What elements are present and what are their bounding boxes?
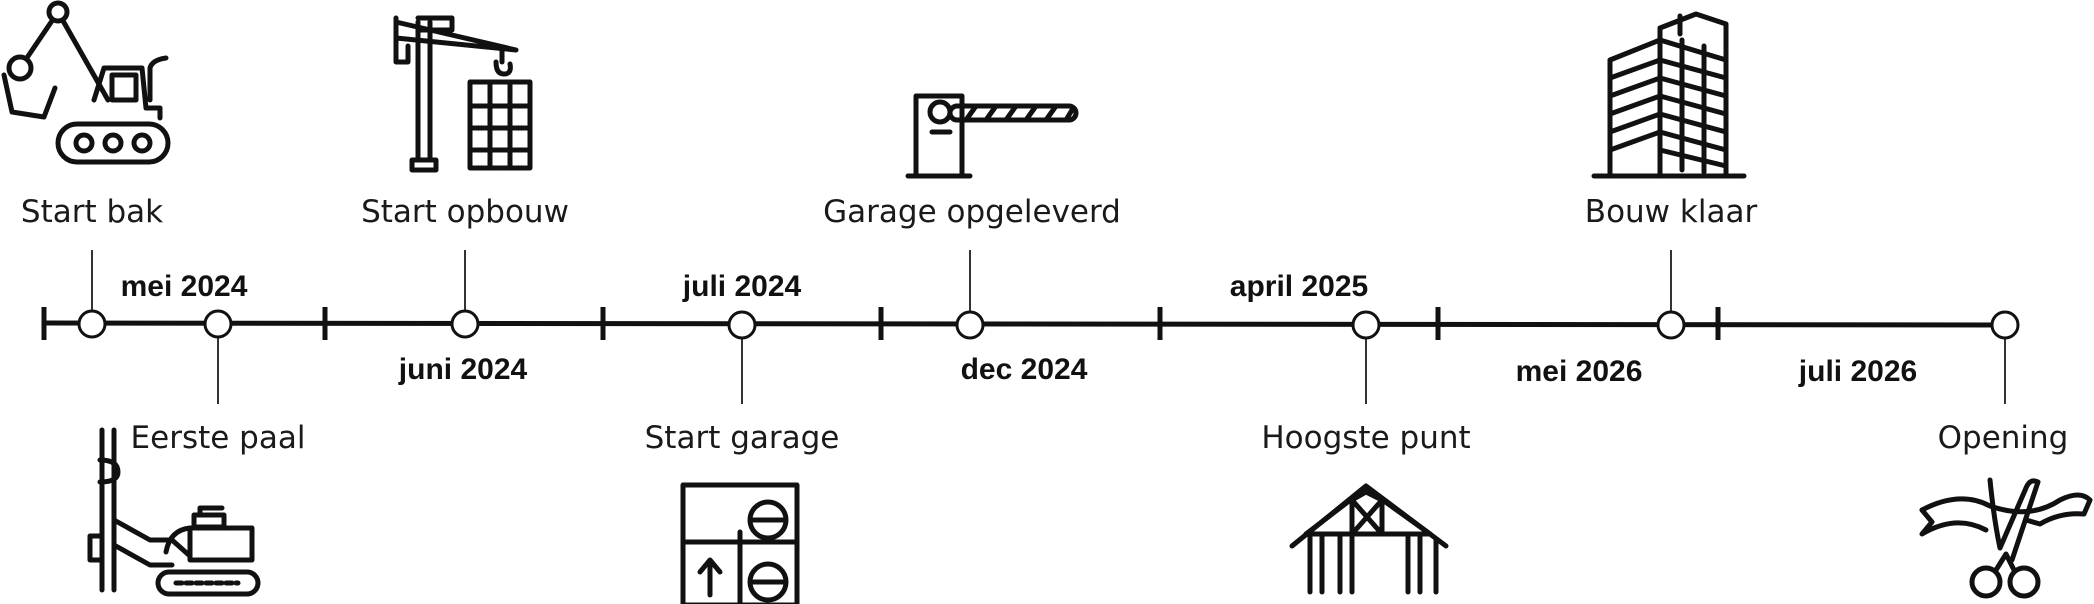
tower-crane-icon bbox=[393, 15, 533, 173]
milestone-node bbox=[727, 310, 757, 340]
milestone-label-start-opbouw: Start opbouw bbox=[361, 194, 569, 230]
date-label-juli-2024: juli 2024 bbox=[682, 270, 802, 303]
parking-garage-icon bbox=[680, 482, 800, 604]
excavator-icon bbox=[1, 0, 171, 165]
milestone-label-bouw-klaar: Bouw klaar bbox=[1584, 194, 1758, 230]
date-label-mei-2026: mei 2026 bbox=[1515, 355, 1643, 388]
milestone-node bbox=[450, 309, 480, 339]
roof-truss-icon bbox=[1289, 483, 1449, 595]
milestone-node bbox=[1656, 310, 1686, 340]
milestone-nodes bbox=[77, 309, 2020, 340]
ribbon-cutting-icon bbox=[1919, 477, 2093, 599]
milestone-label-eerste-paal: Eerste paal bbox=[130, 420, 306, 456]
date-label-juni-2024: juni 2024 bbox=[398, 353, 528, 386]
milestone-label-start-garage: Start garage bbox=[644, 420, 840, 456]
milestone-label-garage-opgeleverd: Garage opgeleverd bbox=[823, 194, 1121, 230]
milestone-node bbox=[955, 310, 985, 340]
milestone-node bbox=[1351, 310, 1381, 340]
parking-barrier-icon bbox=[905, 93, 1079, 179]
date-label-dec-2024: dec 2024 bbox=[960, 353, 1088, 386]
milestone-label-opening: Opening bbox=[1937, 420, 2069, 456]
pile-driver-icon bbox=[87, 427, 261, 597]
milestone-node bbox=[1990, 310, 2020, 340]
office-building-icon bbox=[1591, 11, 1747, 179]
milestone-node bbox=[77, 309, 107, 339]
timeline-axis bbox=[43, 320, 2006, 328]
milestone-label-start-bak: Start bak bbox=[20, 194, 164, 230]
milestone-connectors bbox=[91, 250, 2006, 404]
milestone-label-hoogste-punt: Hoogste punt bbox=[1261, 420, 1471, 456]
milestone-node bbox=[203, 309, 233, 339]
date-label-juli-2026: juli 2026 bbox=[1798, 355, 1918, 388]
date-label-mei-2024: mei 2024 bbox=[120, 270, 248, 303]
timeline-ticks bbox=[41, 307, 1721, 340]
date-label-april-2025: april 2025 bbox=[1229, 270, 1369, 303]
